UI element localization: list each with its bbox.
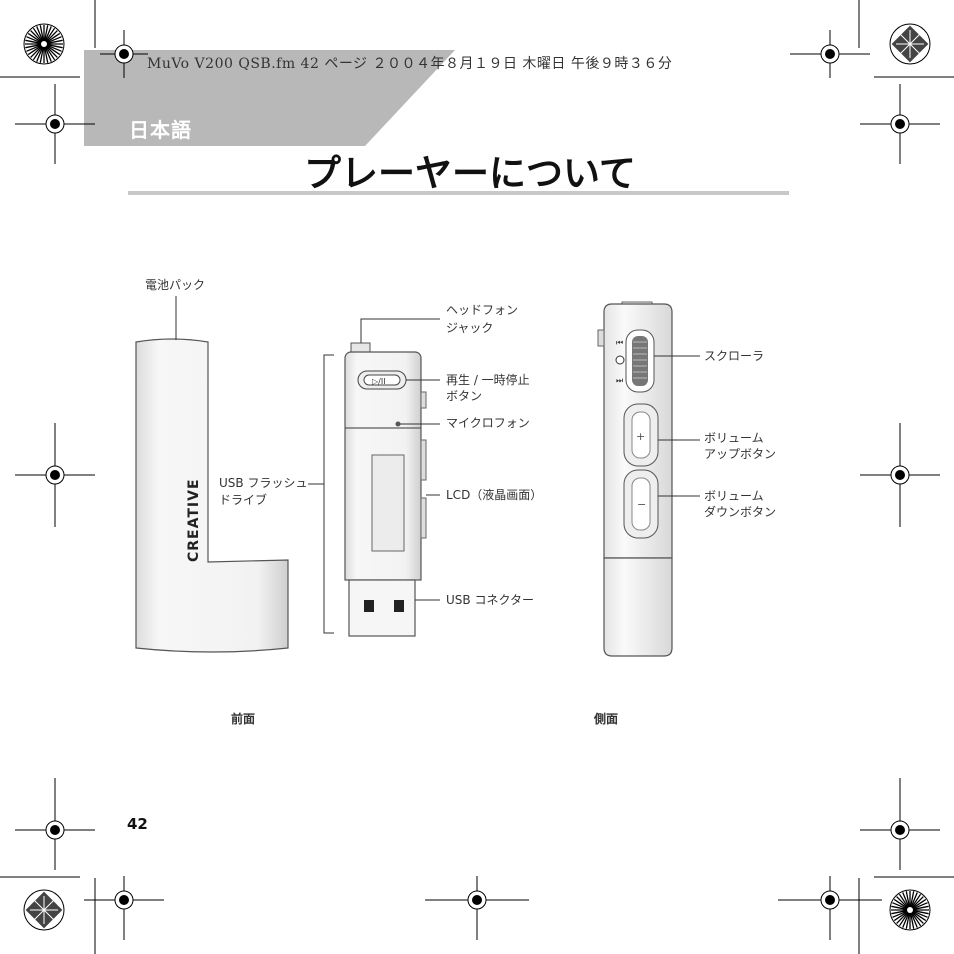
label-volume-up-2: アップボタン (704, 447, 777, 461)
label-usb-flash-2: ドライブ (219, 493, 268, 507)
svg-text:⏭: ⏭ (616, 376, 623, 385)
label-scroller: スクローラ (704, 349, 765, 363)
battery-pack-illustration (135, 338, 289, 653)
label-usb-flash-1: USB フラッシュ (219, 476, 308, 490)
svg-text:▷/II: ▷/II (372, 377, 386, 386)
label-microphone: マイクロフォン (446, 416, 530, 430)
svg-text:−: − (637, 498, 646, 511)
label-volume-down-2: ダウンボタン (704, 505, 777, 519)
usb-flash-bracket (323, 354, 334, 634)
label-play-pause-1: 再生 / 一時停止 (446, 373, 530, 387)
title-underline (128, 191, 789, 195)
label-headphone-jack-2: ジャック (446, 321, 494, 335)
language-tab-label: 日本語 (129, 118, 192, 142)
page-title: プレーヤーについて (304, 152, 636, 195)
label-volume-down-1: ボリューム (704, 489, 764, 503)
caption-front-view: 前面 (231, 712, 256, 726)
label-battery-pack: 電池パック (145, 278, 206, 292)
label-headphone-jack-1: ヘッドフォン (446, 303, 519, 317)
label-volume-up-1: ボリューム (704, 431, 764, 445)
file-info-header: MuVo V200 QSB.fm 42 ページ ２００４年８月１９日 木曜日 午… (147, 56, 673, 72)
label-usb-connector: USB コネクター (446, 593, 534, 607)
label-lcd: LCD（液晶画面） (446, 488, 543, 502)
svg-text:+: + (636, 430, 645, 443)
page-number: 42 (127, 815, 148, 833)
front-player-illustration: ▷/II (344, 342, 427, 637)
side-leader-lines (654, 355, 700, 497)
brand-logo: CREATIVE (186, 478, 202, 562)
front-leader-lines (360, 318, 440, 601)
caption-side-view: 側面 (594, 712, 619, 726)
svg-text:⏮: ⏮ (616, 338, 623, 347)
side-player-illustration: ⏮ ⏭ + − (597, 301, 673, 657)
label-play-pause-2: ボタン (446, 389, 483, 403)
